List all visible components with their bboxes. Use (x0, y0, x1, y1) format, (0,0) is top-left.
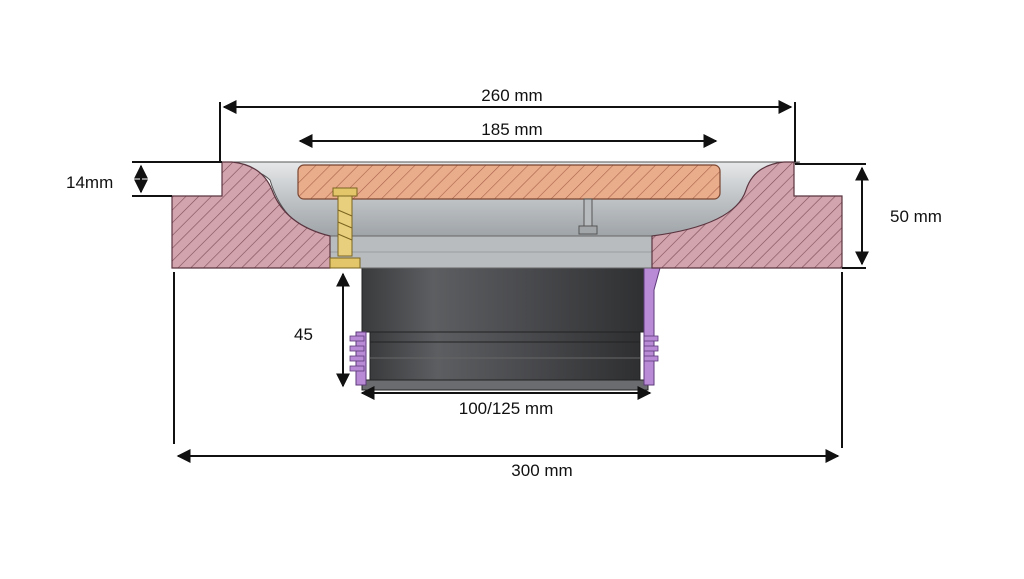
dimension-label-45: 45 (294, 325, 313, 344)
drain-body-left (171, 161, 331, 269)
dimension-label-300: 300 mm (511, 461, 572, 480)
dimension-label-50: 50 mm (890, 207, 942, 226)
dimension-total-width: 300 mm (173, 272, 843, 480)
dimension-total-height: 50 mm (795, 163, 942, 269)
dimension-rim-height: 14mm (66, 161, 222, 197)
gasket-left (349, 331, 367, 386)
dimension-label-185: 185 mm (481, 120, 542, 139)
dimension-grate-width: 185 mm (298, 120, 718, 148)
dimension-outlet-diameter: 100/125 mm (360, 386, 652, 418)
gasket-right (643, 267, 661, 386)
bolt-right (578, 198, 598, 235)
grate (297, 164, 721, 200)
bolt-left (329, 187, 361, 269)
dimension-label-260: 260 mm (481, 86, 542, 105)
dimension-label-100-125: 100/125 mm (459, 399, 554, 418)
outlet-pipe (361, 267, 649, 391)
dimension-top-width: 260 mm (219, 86, 796, 162)
drain-body-right (651, 161, 843, 269)
dimension-label-14: 14mm (66, 173, 113, 192)
dimension-outlet-height: 45 (294, 272, 350, 388)
